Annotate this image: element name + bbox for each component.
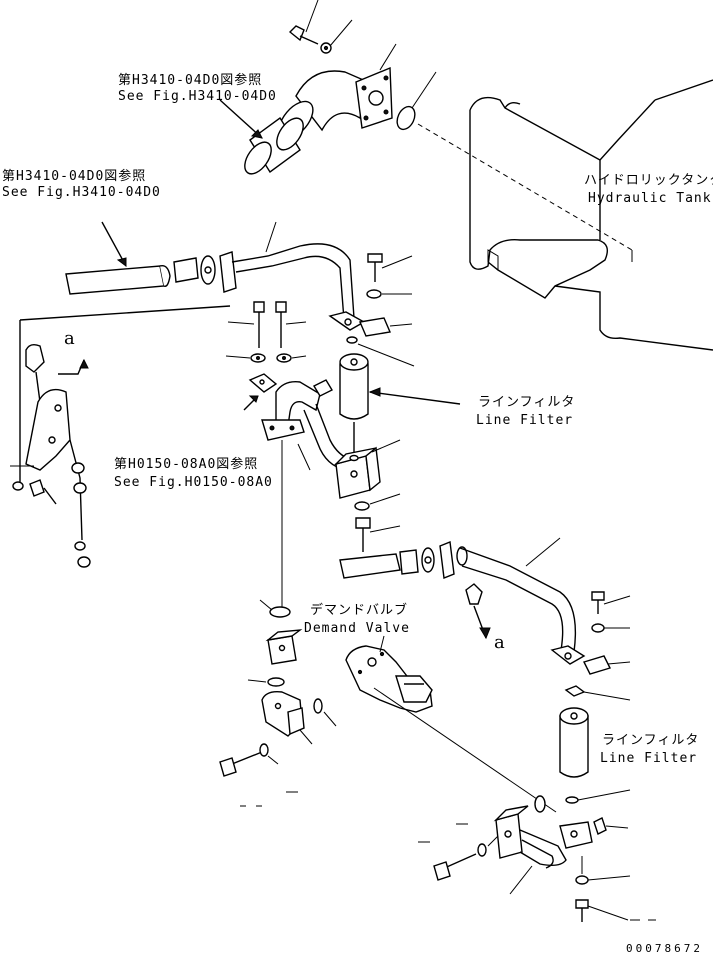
line-filter-1-en: Line Filter: [476, 413, 573, 428]
lower-left-blocks: [219, 599, 313, 777]
gasket-oring-top: [379, 43, 633, 262]
tank-label-jp: ハイドロリックタンク: [584, 173, 713, 188]
fig-ref-3-en: See Fig.H0150-08A0: [114, 475, 273, 490]
filter1-bolt: [346, 253, 415, 367]
view-a-label-1: a: [64, 328, 75, 349]
demand-valve-en: Demand Valve: [304, 621, 410, 636]
demand-valve-jp: デマンドバルブ: [310, 602, 408, 618]
leader-fig-ref-1: [219, 99, 263, 139]
fig-ref-2-jp: 第H3410-04D0図参照: [2, 168, 146, 184]
upper-hose-fitting: [244, 116, 304, 175]
left-bracket: [10, 305, 231, 568]
upper-block-assembly: [248, 373, 401, 552]
line-filter-2-en: Line Filter: [600, 751, 697, 766]
tank-label-en: Hydraulic Tank: [588, 191, 712, 206]
lower-block-assembly: [433, 795, 631, 922]
hydraulic-tank: [469, 79, 713, 351]
line-filter-2-jp: ラインフィルタ: [602, 733, 699, 748]
upper-hose: [65, 243, 355, 321]
line-filter-2: [559, 707, 631, 804]
leader-upper-pipe: [265, 221, 277, 253]
lower-clamp: [550, 645, 586, 665]
lower-hose: [339, 541, 577, 657]
block1-bolts: [225, 301, 307, 363]
leader-lower-pipe: [525, 537, 561, 567]
line-filter-1-jp: ラインフィルタ: [478, 395, 575, 410]
blank-callout-ticks: [240, 791, 656, 921]
view-a-marker-2: [465, 583, 491, 640]
filter2-bolts: [564, 591, 631, 701]
fig-ref-1-en: See Fig.H3410-04D0: [118, 89, 277, 104]
fig-ref-1-jp: 第H3410-04D0図参照: [118, 72, 262, 88]
upper-clamp: [328, 311, 366, 331]
line-filter-1: [339, 353, 461, 452]
leader-arrowhead: [250, 129, 263, 139]
fig-ref-2-en: See Fig.H3410-04D0: [2, 185, 161, 200]
upper-bolt: [288, 0, 353, 54]
demand-valve: [313, 635, 557, 813]
view-a-label-2: a: [494, 632, 505, 653]
fig-ref-3-jp: 第H0150-08A0図参照: [114, 456, 258, 472]
drawing-code: 00078672: [626, 942, 703, 955]
